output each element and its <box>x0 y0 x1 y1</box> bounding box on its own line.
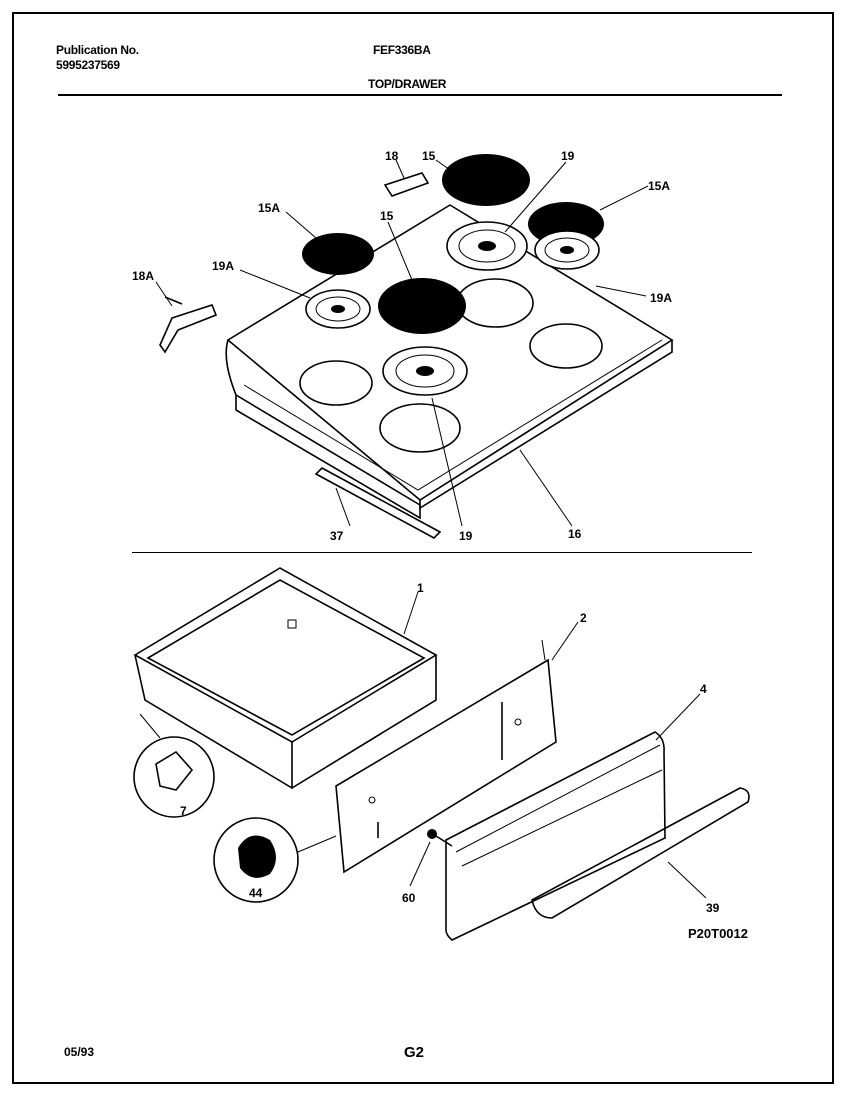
footer-date: 05/93 <box>64 1045 95 1059</box>
reflector-bowl-19-top <box>446 221 528 271</box>
reflector-bowl-19A-right <box>534 230 600 270</box>
surface-element-15-top <box>442 154 530 206</box>
screw-18A <box>164 296 183 305</box>
callout-19A-right: 19A <box>650 291 672 305</box>
burner-ring-right <box>529 323 603 369</box>
bracket-18 <box>383 172 430 197</box>
footer-page: G2 <box>404 1044 425 1061</box>
surface-element-15A-left <box>302 233 374 275</box>
callout-16: 16 <box>568 527 582 541</box>
surface-element-15-mid <box>378 278 466 334</box>
callout-39: 39 <box>706 901 720 915</box>
model-number: FEF336BA <box>373 43 431 57</box>
callout-15A-right: 15A <box>648 179 670 193</box>
publication-number: 5995237569 <box>56 58 120 72</box>
detail-circle-7 <box>133 736 215 818</box>
screw-60 <box>427 829 437 839</box>
trim-strip-37 <box>314 467 442 539</box>
callout-15A-left: 15A <box>258 201 280 215</box>
drawer-panel <box>335 658 557 874</box>
callout-44: 44 <box>249 886 263 900</box>
reflector-bowl-19A-left <box>305 289 371 329</box>
burner-ring-center <box>456 278 534 328</box>
panel-screw <box>541 639 546 661</box>
section-title: TOP/DRAWER <box>368 77 447 91</box>
drawer-body-front <box>134 654 293 790</box>
reflector-bowl-19-front <box>382 346 468 396</box>
burner-ring-front-left <box>299 360 373 406</box>
callout-7: 7 <box>180 804 187 818</box>
callout-18A: 18A <box>132 269 154 283</box>
page-frame <box>12 12 834 1084</box>
cooktop-assembly <box>159 154 674 539</box>
section-divider <box>132 552 752 553</box>
callout-37: 37 <box>330 529 344 543</box>
drawer-body-slot <box>287 619 297 629</box>
callout-19-bottom: 19 <box>459 529 473 543</box>
cooktop-front-edge <box>225 339 421 506</box>
burner-ring-front-center <box>379 403 461 453</box>
drawer-body-side <box>291 655 437 789</box>
header-rule <box>58 94 782 96</box>
drawer-body-rim <box>133 567 438 743</box>
callout-4: 4 <box>700 682 707 696</box>
drawer-front <box>445 731 666 941</box>
drawer-glide-44 <box>238 835 276 878</box>
callout-19-top: 19 <box>561 149 575 163</box>
drawer-stop-clip <box>155 750 194 791</box>
bracket-18A <box>159 304 218 354</box>
publication-label: Publication No. <box>56 43 139 57</box>
drawer-assembly <box>133 567 750 941</box>
cooktop-inner-lip <box>243 339 663 491</box>
cooktop-right-edge <box>419 340 673 510</box>
callout-2: 2 <box>580 611 587 625</box>
detail-circle-44 <box>213 817 299 903</box>
cooktop-front-apron <box>235 395 421 520</box>
callout-60: 60 <box>402 891 416 905</box>
callout-19A-left: 19A <box>212 259 234 273</box>
callout-15-top: 15 <box>422 149 436 163</box>
callout-1: 1 <box>417 581 424 595</box>
drawer-leaders <box>403 591 707 899</box>
callout-labels: 18 15 19 15A 15A 15 18A 19A 19A 37 19 16… <box>132 149 720 915</box>
cooktop-leaders <box>155 159 649 527</box>
drawer-body-inner <box>146 579 426 736</box>
drawer-handle <box>531 787 750 919</box>
callout-18-top: 18 <box>385 149 399 163</box>
callout-15-mid: 15 <box>380 209 394 223</box>
drawing-code: P20T0012 <box>688 926 748 941</box>
